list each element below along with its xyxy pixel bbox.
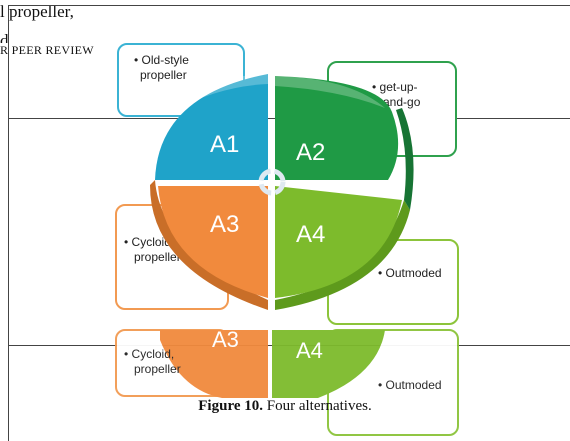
frame-line-top [8, 5, 570, 6]
quadrant-a1 [155, 74, 268, 180]
figure-reflection: A3 A4 • Cycloid, propeller • Outmoded [115, 327, 459, 436]
reflection-a3-label: A3 [212, 327, 239, 352]
quadrant-a2 [275, 76, 399, 180]
frame-line-left [8, 5, 9, 441]
reflection-a3-line2: propeller [134, 362, 181, 376]
body-text-fragment: d [0, 31, 9, 50]
quadrant-a1-label: A1 [210, 131, 239, 158]
quadrant-a2-label: A2 [296, 139, 325, 166]
body-text-fragment: l propeller, [0, 2, 74, 21]
callout-a1-line1: • Old-style [134, 53, 189, 67]
figure-caption: Figure 10. Four alternatives. [0, 398, 570, 415]
callout-a2-line2: and-go [383, 95, 421, 109]
cycle-arrows-icon [258, 168, 286, 196]
quadrant-a4 [275, 186, 402, 298]
quadrant-a4-label: A4 [296, 221, 325, 248]
callout-a1-line2: propeller [140, 68, 187, 82]
quadrant-a3-label: A3 [210, 211, 239, 238]
callout-a3-line2: propeller [134, 250, 181, 264]
running-head: R PEER REVIEW [0, 43, 96, 58]
reflection-a3-line1: • Cycloid, [124, 347, 174, 361]
callout-a2-line1: • get-up- [372, 80, 418, 94]
figure-caption-label: Figure 10. [198, 398, 263, 414]
figure-caption-text: Four alternatives. [262, 398, 372, 414]
reflection-a4-line1: • Outmoded [378, 378, 442, 392]
reflection-a4-label: A4 [296, 338, 323, 363]
callout-a3-line1: • Cycloid, [124, 235, 174, 249]
quadrant-a3 [158, 186, 268, 298]
callout-a4-line1: • Outmoded [378, 266, 442, 280]
